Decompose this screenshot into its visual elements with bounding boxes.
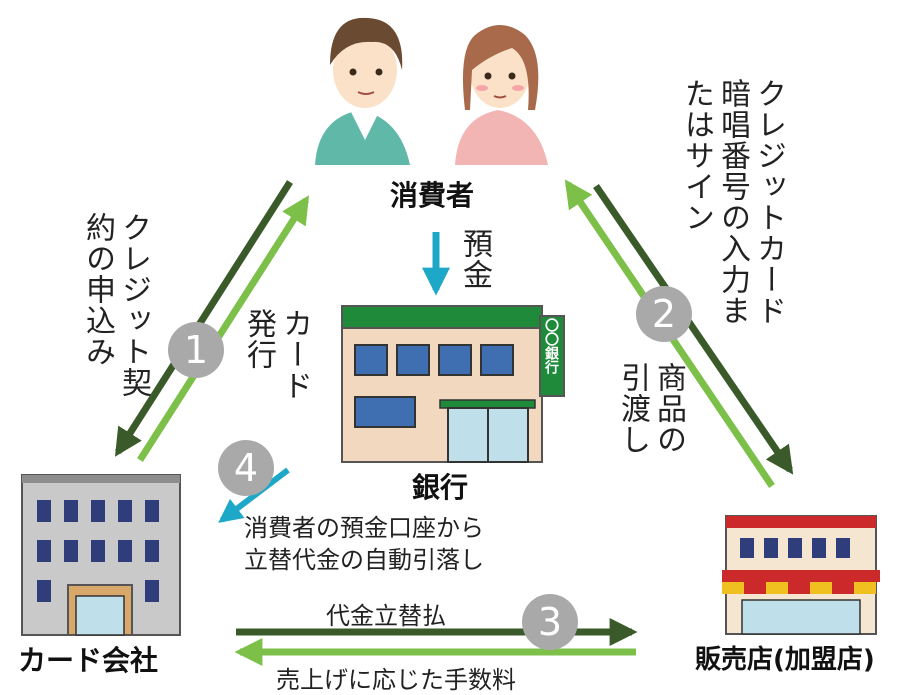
apply-label: クレジット契約の申込み	[80, 212, 151, 398]
debit-arrow	[218, 467, 290, 523]
apply-arrow	[114, 180, 293, 457]
bank-building	[341, 305, 565, 463]
fee-label: 売上げに応じた手数料	[276, 666, 516, 694]
debit-label-line1: 消費者の預金口座から	[244, 514, 484, 542]
consumer-label: 消費者	[390, 179, 475, 212]
bank-label: 銀行	[412, 471, 469, 504]
store-building	[722, 515, 880, 635]
debit-label-line2: 立替代金の自動引落し	[244, 546, 484, 574]
step-2-badge: 2	[636, 286, 692, 342]
card-company-label: カード会社	[18, 644, 159, 677]
step-3-badge: 3	[522, 594, 578, 650]
card-pin-label: クレジットカード暗唱番号の入力またはサイン	[679, 78, 786, 326]
step-4-badge: 4	[218, 440, 274, 496]
store-label: 販売店(加盟店)	[695, 645, 875, 675]
payment-label: 代金立替払	[326, 602, 446, 630]
issue-arrow	[137, 195, 310, 462]
card-company-building	[21, 474, 181, 636]
deposit-label: 預金	[457, 228, 492, 290]
step-1-badge: 1	[168, 322, 224, 378]
consumer-illustration	[315, 17, 548, 165]
issue-label: カード発行	[241, 308, 312, 401]
card-pin-arrow	[593, 184, 794, 475]
bank-sign: 〇〇銀行	[543, 318, 559, 374]
goods-label: 商品の引渡し	[615, 362, 686, 455]
